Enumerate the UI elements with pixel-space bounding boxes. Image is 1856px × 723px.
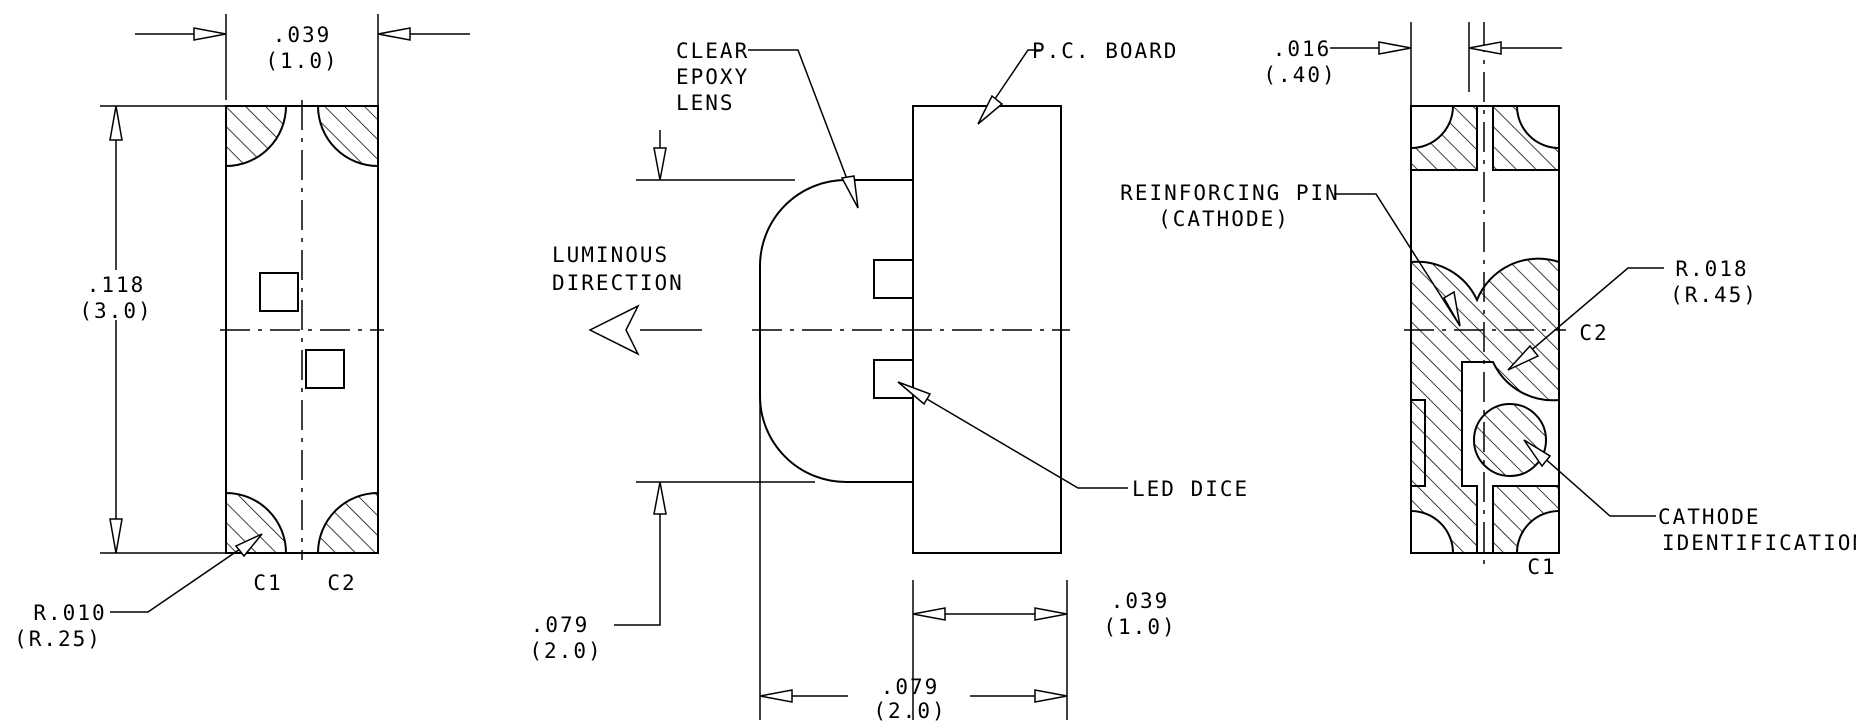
left-height-mm-label: (3.0): [79, 299, 152, 323]
right-width-mm-label: (.40): [1263, 63, 1336, 87]
lens-height-arrow-top: [653, 147, 667, 181]
total-depth-inch-label: .079: [881, 675, 940, 699]
total-depth-arrow-left: [759, 689, 793, 703]
cathode-identification-label-line2: IDENTIFICATION: [1662, 531, 1856, 555]
cathode-identification-label-line1: CATHODE: [1658, 505, 1761, 529]
reinforcing-pin-leader: [1334, 193, 1461, 327]
left-radius-mm-label: (R.25): [14, 627, 102, 651]
right-pad-c2-label: C2: [1579, 321, 1608, 345]
left-die-upper: [259, 272, 299, 312]
led-die-upper: [873, 259, 914, 299]
right-pad-c1-label: C1: [1527, 555, 1556, 579]
right-radius-inch-label: R.018: [1675, 257, 1748, 281]
board-thickness-arrow-left: [912, 607, 946, 621]
total-depth-arrow-right: [1034, 689, 1068, 703]
luminous-label-line2: DIRECTION: [552, 271, 684, 295]
reinforcing-pin-label: REINFORCING PIN: [1120, 181, 1340, 205]
left-width-arrow-right: [377, 27, 411, 41]
left-width-inch-label: .039: [273, 23, 332, 47]
right-top-pad-left: [1410, 105, 1478, 171]
left-height-inch-label: .118: [87, 273, 146, 297]
right-slot: [1410, 399, 1426, 487]
lens-label-line3: LENS: [676, 91, 735, 115]
left-width-mm-label: (1.0): [265, 49, 338, 73]
lens-height-inch-label: .079: [531, 613, 590, 637]
pc-board-outline: [912, 105, 1062, 554]
left-corner-pad-bl: [225, 491, 288, 554]
right-width-arrow-left: [1378, 41, 1412, 55]
luminous-label-line1: LUMINOUS: [552, 243, 669, 267]
right-cathode-pad-hatched: [1410, 257, 1560, 554]
left-radius-leader: [110, 533, 263, 613]
cathode-identification-arrow: [1523, 439, 1552, 468]
led-dice-label: LED DICE: [1132, 477, 1249, 501]
left-radius-inch-label: R.010: [33, 601, 106, 625]
right-radius-arrow: [1507, 344, 1540, 371]
left-corner-pad-br: [316, 491, 379, 554]
lens-height-mm-label: (2.0): [529, 639, 602, 663]
board-thickness-inch-label: .039: [1111, 589, 1170, 613]
cathode-identification-leader: [1523, 439, 1656, 517]
lens-height-leader-bottom: [614, 482, 661, 626]
left-die-lower: [305, 349, 345, 389]
cathode-identification-circle: [1473, 403, 1547, 477]
led-dice-leader-arrow: [897, 381, 932, 406]
pc-board-leader-arrow: [977, 94, 1004, 125]
right-radius-mm-label: (R.45): [1670, 283, 1758, 307]
lens-leader-arrow: [840, 175, 859, 209]
epoxy-lens-outline: [759, 179, 913, 483]
lens-label-line2: EPOXY: [676, 65, 749, 89]
right-width-inch-label: .016: [1273, 37, 1332, 61]
right-top-pad-right: [1492, 105, 1560, 171]
led-dice-leader: [897, 381, 1128, 489]
left-height-arrow-bottom: [109, 518, 123, 554]
left-height-arrow-top: [109, 105, 123, 141]
board-thickness-mm-label: (1.0): [1103, 615, 1176, 639]
left-radius-arrow: [234, 533, 263, 558]
left-corner-pad-tl: [225, 105, 288, 168]
left-view: .039 (1.0) .118 (3.0) R.010 (R.25) C1 C2: [14, 14, 470, 651]
luminous-arrow-head: [588, 304, 640, 356]
right-view: .016 (.40) REINFORCING PIN (CATHODE) R.0…: [1120, 22, 1856, 579]
left-corner-pad-tr: [316, 105, 379, 168]
total-depth-mm-label: (2.0): [873, 699, 946, 723]
left-pad-c1-label: C1: [253, 571, 282, 595]
right-width-arrow-right: [1468, 41, 1502, 55]
side-view: LUMINOUS DIRECTION CLEAR EPOXY LENS P.C.…: [529, 39, 1249, 723]
right-bottom-pad-right: [1492, 485, 1560, 554]
reinforcing-pin-sublabel: (CATHODE): [1158, 207, 1290, 231]
left-pad-c2-label: C2: [327, 571, 356, 595]
reinforcing-pin-arrow: [1442, 290, 1461, 327]
lens-label-line1: CLEAR: [676, 39, 749, 63]
pc-board-label: P.C. BOARD: [1032, 39, 1178, 63]
led-die-lower: [873, 359, 914, 399]
lens-height-arrow-bottom: [653, 481, 667, 515]
lens-leader: [748, 49, 859, 209]
left-width-arrow-left: [193, 27, 227, 41]
right-radius-leader: [1507, 267, 1664, 371]
board-thickness-arrow-right: [1034, 607, 1068, 621]
